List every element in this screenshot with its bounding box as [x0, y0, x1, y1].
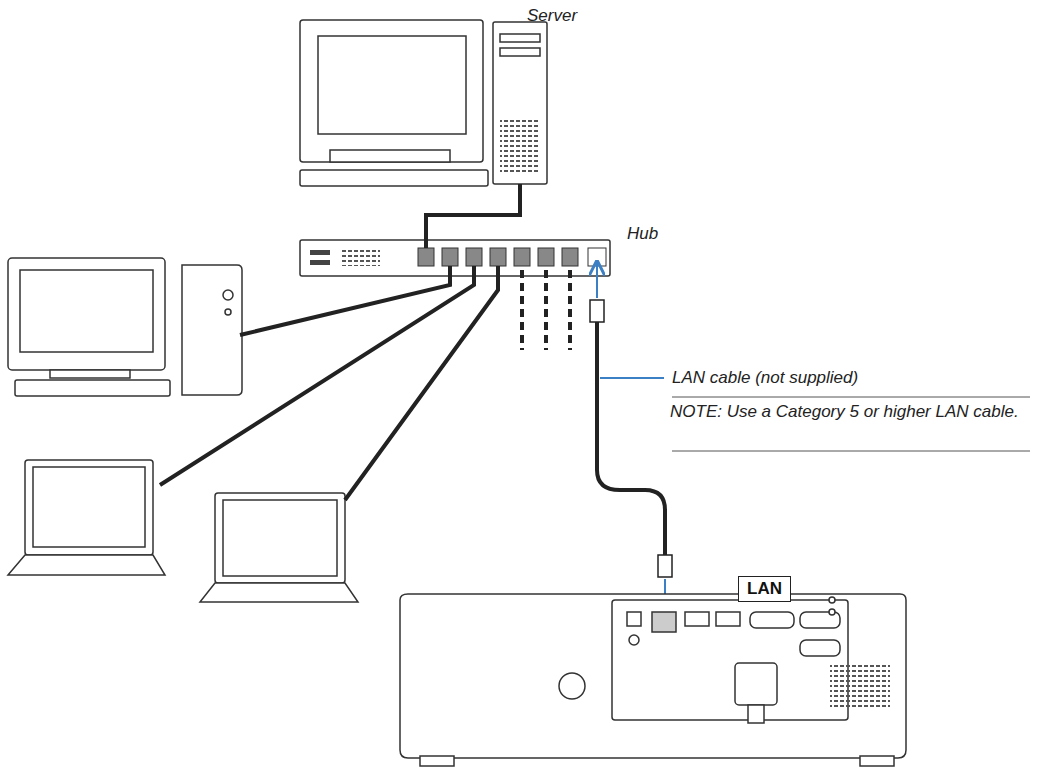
device-label: Server [527, 6, 577, 26]
port-callout: LAN [738, 576, 791, 602]
cable-label: LAN cable (not supplied) [672, 368, 858, 388]
note-text: NOTE: Use a Category 5 or higher LAN cab… [670, 401, 1030, 423]
device-label: Hub [627, 224, 658, 244]
callout-text: LAN [739, 577, 790, 601]
